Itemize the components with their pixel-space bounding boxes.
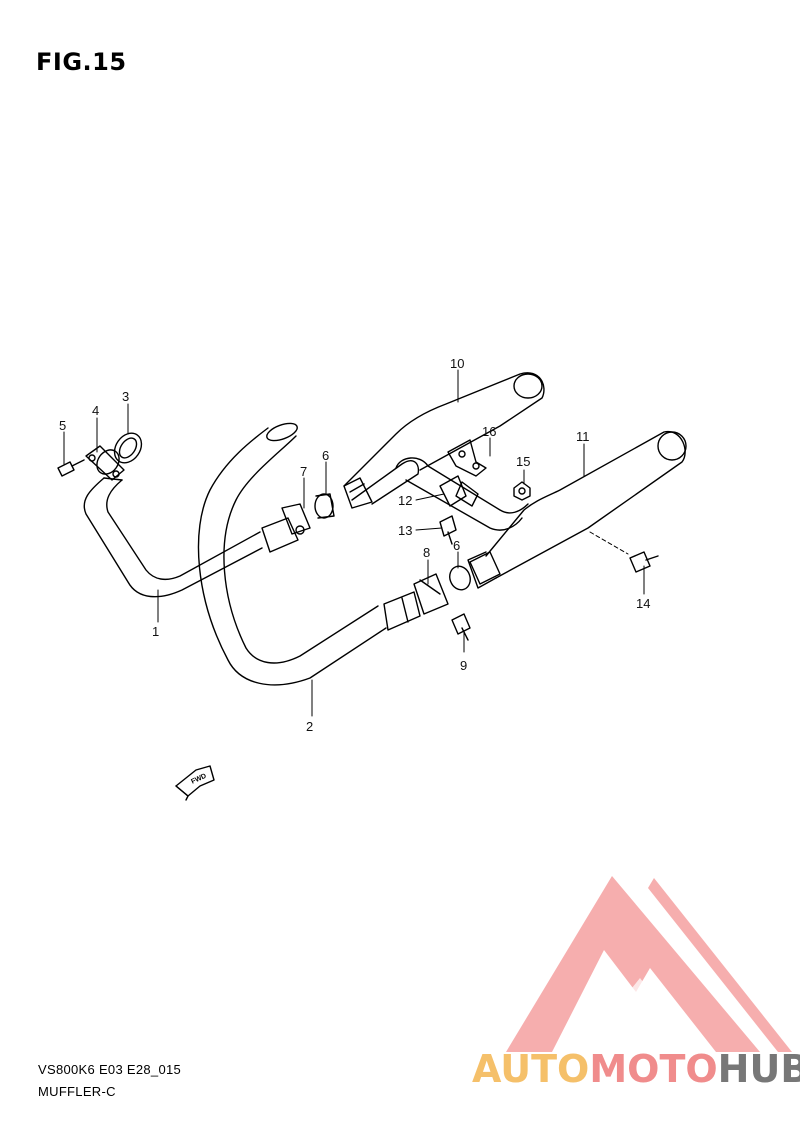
callout-5: 5 bbox=[59, 418, 66, 433]
bolt-5 bbox=[57, 459, 85, 477]
bolt-13 bbox=[439, 515, 457, 545]
callout-13: 13 bbox=[398, 523, 412, 538]
bolt-14 bbox=[629, 551, 659, 573]
logo-triangle-mark bbox=[506, 876, 792, 1052]
callout-labels: 1 2 3 4 5 6 6 7 8 9 10 11 12 13 14 15 16 bbox=[59, 356, 650, 734]
flange-4 bbox=[85, 445, 125, 481]
callout-11: 11 bbox=[576, 429, 590, 444]
gasket-6-lower bbox=[449, 565, 471, 591]
crossover-pipe bbox=[395, 457, 529, 531]
bracket-16 bbox=[447, 439, 487, 477]
bolt-9 bbox=[451, 613, 471, 641]
callout-14: 14 bbox=[636, 596, 650, 611]
clamp-8 bbox=[413, 573, 449, 615]
callout-7: 7 bbox=[300, 464, 307, 479]
callout-15: 15 bbox=[516, 454, 530, 469]
callout-6-lower: 6 bbox=[453, 538, 460, 553]
exhaust-pipe-rear bbox=[197, 422, 421, 686]
muffler-11 bbox=[467, 431, 687, 589]
diagram-name: MUFFLER-C bbox=[38, 1084, 116, 1099]
callout-10: 10 bbox=[450, 356, 464, 371]
callout-16: 16 bbox=[482, 424, 496, 439]
callout-1: 1 bbox=[152, 624, 159, 639]
clamp-12 bbox=[439, 475, 479, 507]
logo-text-auto: AUTOMOTOHUB bbox=[472, 1047, 800, 1091]
callout-9: 9 bbox=[460, 658, 467, 673]
muffler-10 bbox=[343, 372, 545, 509]
callout-2: 2 bbox=[306, 719, 313, 734]
callout-12: 12 bbox=[398, 493, 412, 508]
figure-title: FIG.15 bbox=[36, 48, 127, 76]
fwd-arrow-icon bbox=[175, 765, 215, 801]
callout-6-upper: 6 bbox=[322, 448, 329, 463]
callout-4: 4 bbox=[92, 403, 99, 418]
clamp-7 bbox=[261, 503, 311, 553]
callout-8: 8 bbox=[423, 545, 430, 560]
callout-3: 3 bbox=[122, 389, 129, 404]
leader-lines bbox=[63, 369, 645, 717]
diagram-code: VS800K6 E03 E28_015 bbox=[38, 1062, 182, 1077]
nut-15 bbox=[513, 481, 531, 501]
gasket-6-upper bbox=[314, 493, 335, 519]
